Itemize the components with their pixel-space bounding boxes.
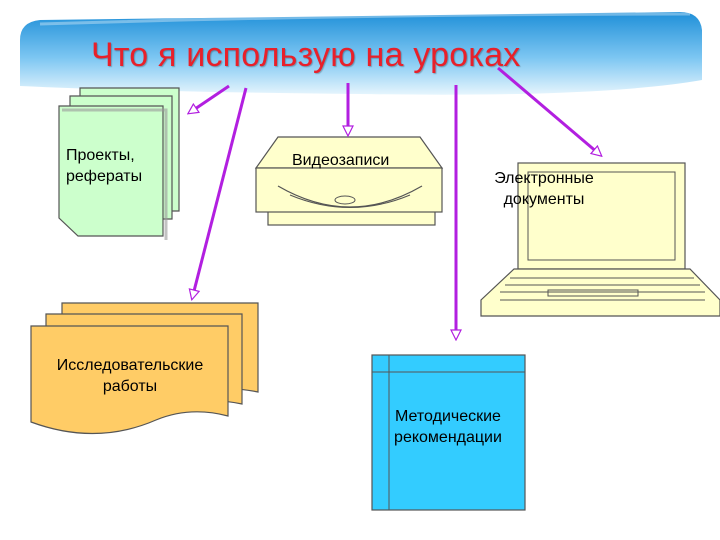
methods-label-line2: рекомендации [394, 429, 502, 446]
research-icon [30, 302, 259, 435]
edocs-label-line1: Электронные [494, 170, 594, 187]
connector-arrows [192, 66, 598, 335]
projects-label: Проекты, рефераты [66, 145, 142, 187]
research-label: Исследовательские работы [40, 355, 220, 397]
book-icon [371, 354, 526, 511]
slide-title: Что я использую на уроках [91, 36, 521, 74]
edocs-label-line2: документы [503, 191, 585, 208]
projects-icon [58, 87, 180, 240]
research-label-line1: Исследовательские [56, 357, 204, 374]
arrow-to-edocs [497, 66, 598, 153]
edocs-label: Электронные документы [486, 168, 602, 210]
methods-label: Методические рекомендации [380, 406, 516, 448]
projects-label-line1: Проекты, [66, 147, 135, 164]
disk-drive-icon [254, 136, 444, 226]
arrow-to-research [193, 87, 248, 295]
research-label-line2: работы [102, 378, 158, 395]
laptop-icon [480, 162, 720, 317]
video-label: Видеозаписи [292, 152, 390, 169]
arrow-to-projects [192, 84, 230, 111]
methods-label-line1: Методические [395, 408, 501, 425]
title-banner [20, 12, 702, 95]
projects-label-line2: рефераты [66, 168, 143, 185]
